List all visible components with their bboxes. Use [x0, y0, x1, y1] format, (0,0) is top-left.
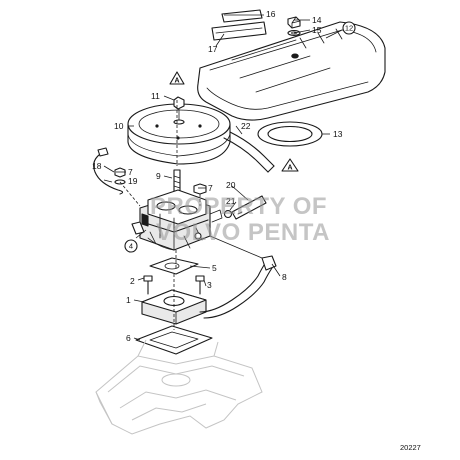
- callout-20: 20: [226, 180, 236, 190]
- nut-right: [193, 183, 207, 195]
- callout-6: 6: [126, 333, 131, 343]
- carburetor: [131, 189, 223, 251]
- engine-cover: [197, 21, 386, 121]
- callout-21: 21: [226, 196, 236, 206]
- bolt-left: [143, 275, 153, 295]
- callout-7-right: 7: [208, 183, 213, 193]
- section-marker-top-label: A: [174, 78, 179, 85]
- leader-lines: [103, 14, 343, 341]
- callout-13: 13: [333, 129, 343, 139]
- callout-22: 22: [241, 121, 251, 131]
- reference-lines: [119, 100, 201, 330]
- callout-4: 4: [129, 242, 133, 251]
- callout-3: 3: [207, 280, 212, 290]
- callout-7-left: 7: [128, 167, 133, 177]
- air-cleaner: [127, 96, 231, 165]
- watermark-line-1: PROPERTY OF: [150, 193, 327, 220]
- callout-18: 18: [92, 161, 102, 171]
- gasket-lower: [135, 325, 213, 355]
- callout-10: 10: [114, 121, 124, 131]
- bolt-right: [195, 275, 205, 295]
- callout-11: 11: [151, 91, 160, 101]
- callout-12-circle: [342, 21, 356, 35]
- callout-19: 19: [128, 176, 138, 186]
- section-marker-bottom-label: A: [287, 165, 292, 172]
- sensor-cable: [93, 147, 124, 195]
- callout-16: 16: [266, 9, 276, 19]
- washer-left: [114, 167, 126, 185]
- decal-strips: [211, 9, 267, 41]
- intake-manifold-ghost: [95, 339, 263, 435]
- diagram-reference-number: 20227: [400, 443, 421, 452]
- vent-hose: [223, 131, 275, 173]
- callout-17: 17: [208, 44, 218, 54]
- callout-4-circle: [124, 239, 138, 253]
- callout-12: 12: [345, 24, 353, 33]
- callout-14: 14: [312, 15, 322, 25]
- callout-labels: 16 17 14 15 12 11 10 22 13 18 7 19 9 7 2…: [92, 9, 356, 343]
- watermark-line-2: VOLVO PENTA: [156, 219, 330, 246]
- callout-9: 9: [156, 171, 161, 181]
- callout-5: 5: [212, 263, 217, 273]
- callout-2: 2: [130, 276, 135, 286]
- sealing-ring: [257, 121, 323, 147]
- section-marker-bottom: A: [281, 158, 299, 172]
- section-marker-top: A: [169, 71, 185, 85]
- watermark: PROPERTY OF VOLVO PENTA: [150, 193, 330, 246]
- hose: [199, 255, 277, 319]
- fuel-fitting: [223, 195, 267, 220]
- callout-15: 15: [312, 25, 322, 35]
- callout-1: 1: [126, 295, 131, 305]
- callout-8: 8: [282, 272, 287, 282]
- gasket-upper: [149, 257, 199, 275]
